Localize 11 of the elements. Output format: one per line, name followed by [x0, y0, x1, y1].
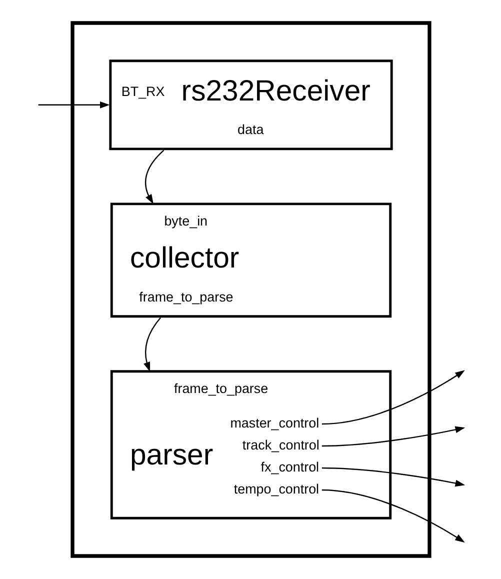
arrow — [321, 489, 464, 543]
arrow — [321, 370, 464, 425]
arrow — [144, 150, 164, 204]
node-box: byte_in collector frame_to_parse — [110, 202, 392, 318]
arrow — [321, 467, 465, 487]
node-box: BT_RX rs232Receiver data — [108, 60, 392, 150]
arrow — [321, 426, 465, 447]
cluster — [70, 21, 431, 558]
arrow — [143, 317, 160, 372]
node-box: frame_to_parse parser master_control track_control fx_control tempo_control — [110, 370, 392, 520]
arrow — [38, 101, 110, 108]
